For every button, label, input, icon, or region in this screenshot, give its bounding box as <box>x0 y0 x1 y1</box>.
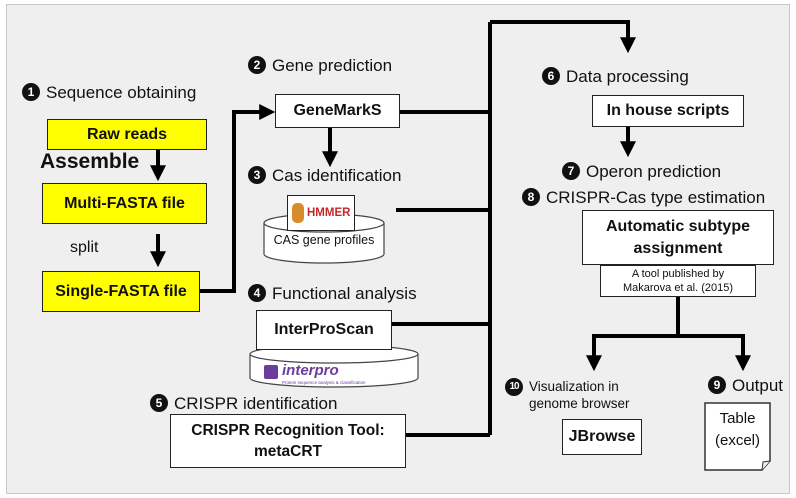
step3-label: 3 Cas identification <box>248 166 401 186</box>
step2-label: 2 Gene prediction <box>248 56 392 76</box>
table-line2: (excel) <box>714 432 760 449</box>
step10-text-line2: genome browser <box>529 396 630 411</box>
cas-profiles-label: CAS gene profiles <box>273 233 375 247</box>
genemarks-box: GeneMarkS <box>275 94 400 128</box>
hmmer-logo-box: HMMER <box>287 195 355 231</box>
crt-line2: metaCRT <box>253 443 323 460</box>
hmmer-logo-text: HMMER <box>307 207 351 219</box>
step5-number: 5 <box>150 394 168 412</box>
table-line1: Table <box>719 410 756 427</box>
jbrowse-box: JBrowse <box>562 419 642 455</box>
step1-text: Sequence obtaining <box>46 83 197 102</box>
hmmer-logo-icon <box>292 203 304 223</box>
step6-label: 6 Data processing <box>542 67 689 87</box>
crisprcrt-box: CRISPR Recognition Tool: metaCRT <box>170 414 406 468</box>
raw-reads-box: Raw reads <box>47 119 207 150</box>
tool-line2: Makarova et al. (2015) <box>622 282 734 294</box>
tool-line1: A tool published by <box>631 268 725 280</box>
step7-label: 7 Operon prediction <box>562 162 721 182</box>
interpro-logo-icon <box>264 365 278 379</box>
step6-number: 6 <box>542 67 560 85</box>
tool-reference-box: A tool published by Makarova et al. (201… <box>600 265 756 297</box>
arrow-single-to-genemarks <box>200 104 276 293</box>
cas-profiles-cylinder <box>263 223 385 264</box>
step2-number: 2 <box>248 56 266 74</box>
step6-text: Data processing <box>566 67 689 86</box>
step1-label: 1 Sequence obtaining <box>22 83 196 103</box>
interproscan-box: InterProScan <box>256 310 392 350</box>
step7-text: Operon prediction <box>586 162 722 181</box>
step4-text: Functional analysis <box>272 284 417 303</box>
assemble-label: Assemble <box>40 150 140 173</box>
step7-number: 7 <box>562 162 580 180</box>
auto-line1: Automatic subtype <box>605 217 750 235</box>
step10-text-line1: Visualization in <box>529 379 619 394</box>
multi-fasta-box: Multi-FASTA file <box>42 183 207 224</box>
auto-subtype-box: Automatic subtype assignment <box>582 210 774 265</box>
step9-text: Output <box>732 376 784 395</box>
split-label: split <box>70 239 99 256</box>
output-table-label: Table (excel) <box>705 408 770 452</box>
arrow-to-jbrowse <box>586 334 678 372</box>
step10-label: 10 Visualization in genome browser <box>505 378 630 412</box>
step5-text: CRISPR identification <box>174 394 338 413</box>
step10-number: 10 <box>505 378 523 396</box>
step9-number: 9 <box>708 376 726 394</box>
step4-label: 4 Functional analysis <box>248 284 417 304</box>
step8-number: 8 <box>522 188 540 206</box>
step1-number: 1 <box>22 83 40 101</box>
interpro-logo: interpro Protein sequence analysis & cla… <box>260 362 410 389</box>
step5-label: 5 CRISPR identification <box>150 394 337 414</box>
step9-label: 9 Output <box>708 376 783 396</box>
inhouse-scripts-box: In house scripts <box>592 95 744 127</box>
arrow-to-output <box>678 334 751 372</box>
step3-number: 3 <box>248 166 266 184</box>
arrow-bus-to-processing <box>490 20 636 54</box>
single-fasta-box: Single-FASTA file <box>42 271 200 312</box>
step8-label: 8 CRISPR-Cas type estimation <box>522 188 765 208</box>
auto-line2: assignment <box>633 239 723 257</box>
interpro-tagline: Protein sequence analysis & classificati… <box>282 380 366 385</box>
step2-text: Gene prediction <box>272 56 393 75</box>
interpro-logo-text: interpro <box>282 362 339 379</box>
crt-line1: CRISPR Recognition Tool: <box>191 422 385 439</box>
step3-text: Cas identification <box>272 166 402 185</box>
step4-number: 4 <box>248 284 266 302</box>
step8-text: CRISPR-Cas type estimation <box>546 188 766 207</box>
